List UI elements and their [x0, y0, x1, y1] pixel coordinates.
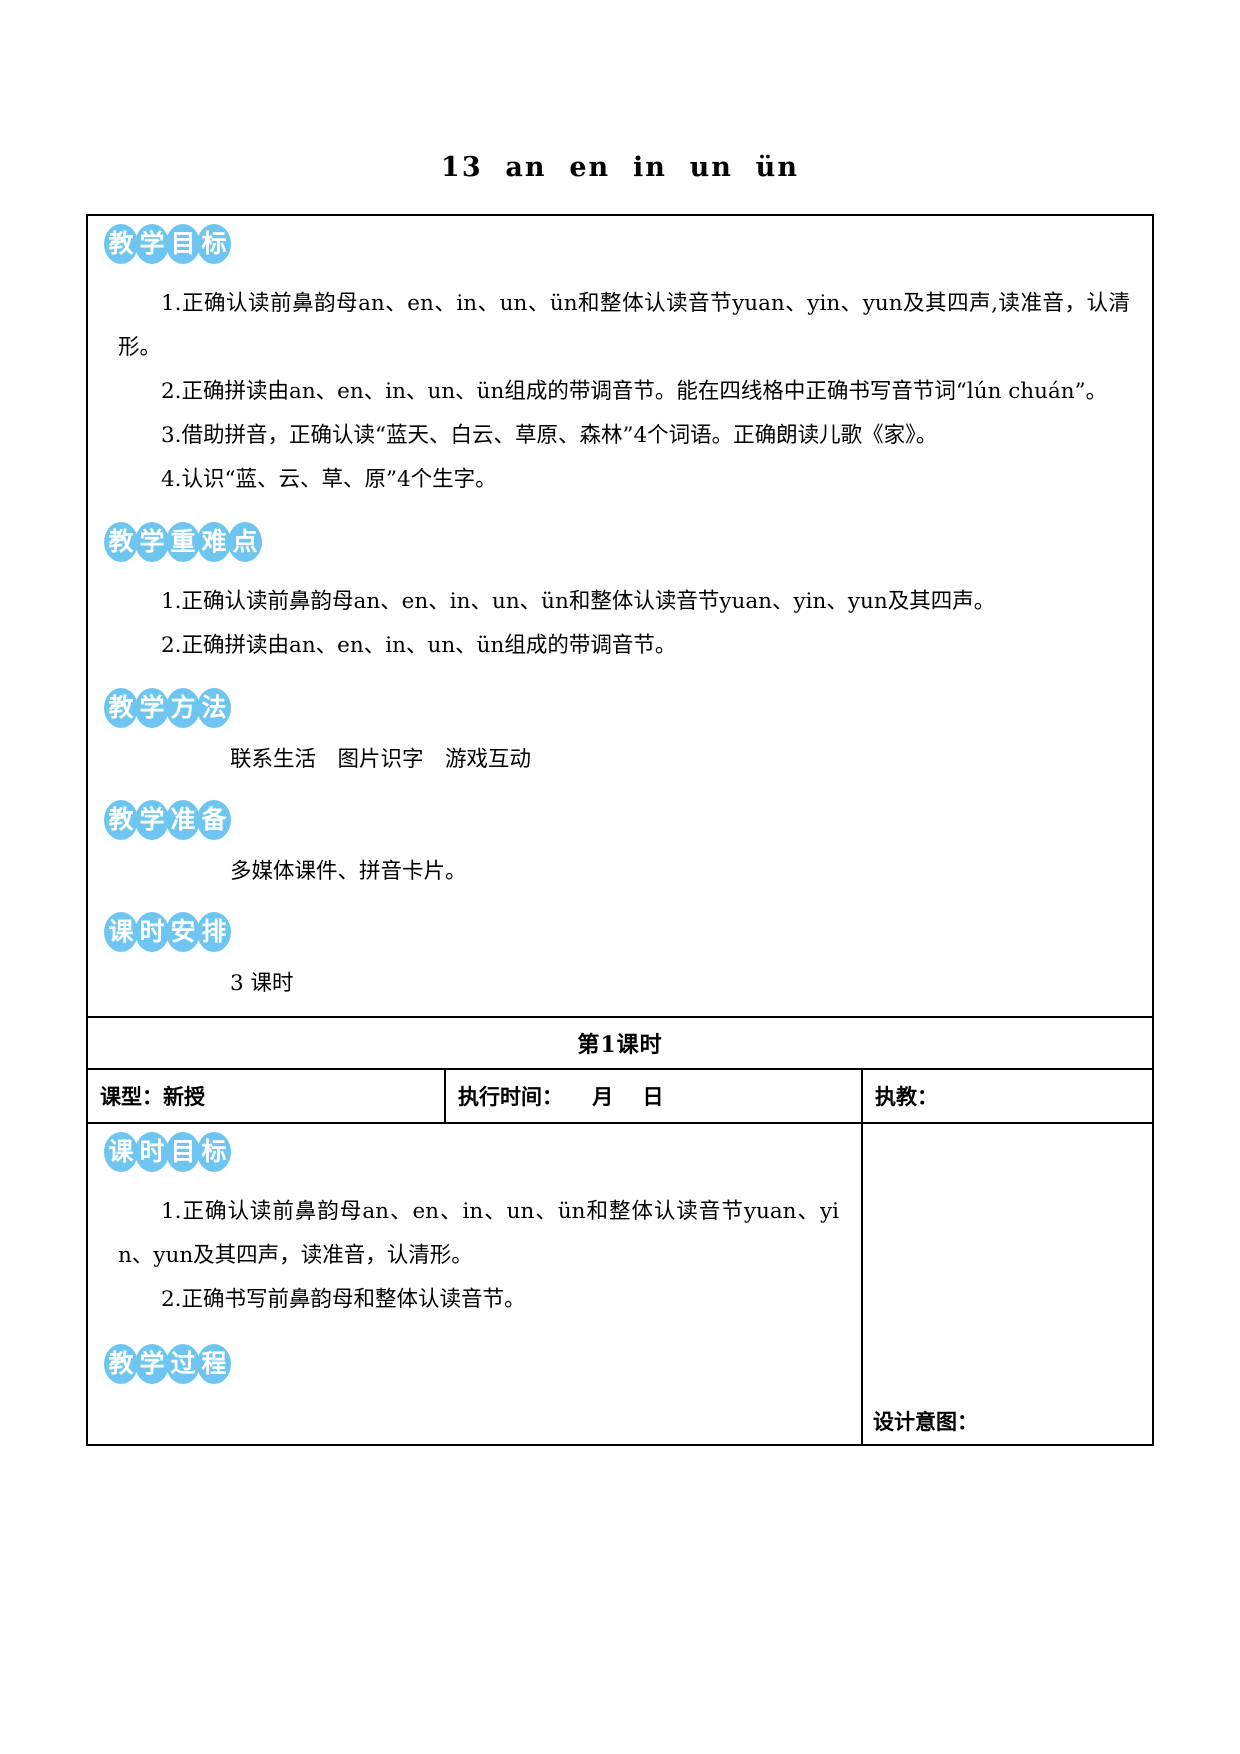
- badge-char: 学: [135, 224, 169, 264]
- badge-char: 点: [228, 522, 262, 562]
- section-key-points: 教学重难点 1.正确认读前鼻韵母an、en、in、un、ün和整体认读音节yua…: [88, 514, 1152, 680]
- section-methods: 教学方法 联系生活 图片识字 游戏互动: [88, 680, 1152, 792]
- lesson-info-table: 课型：新授 执行时间： 月 日 执教：: [88, 1068, 1152, 1124]
- lesson-type-label: 课型：新授: [100, 1084, 205, 1109]
- badge-lesson-objectives: 课时目标: [104, 1132, 231, 1172]
- table-row: 课时目标 1.正确认读前鼻韵母an、en、in、un、ün和整体认读音节yuan…: [88, 1124, 1152, 1444]
- badge-row-preparation: 教学准备: [88, 792, 1152, 844]
- badge-char: 排: [197, 912, 231, 952]
- badge-char: 教: [104, 522, 138, 562]
- badge-char: 标: [197, 224, 231, 264]
- badge-char: 教: [104, 224, 138, 264]
- execution-time-label: 执行时间： 月 日: [458, 1084, 664, 1109]
- badge-char: 学: [135, 1344, 169, 1384]
- badge-char: 过: [166, 1344, 200, 1384]
- badge-char: 标: [197, 1132, 231, 1172]
- badge-teaching-objectives: 教学目标: [104, 224, 231, 264]
- lesson-body-table: 课时目标 1.正确认读前鼻韵母an、en、in、un、ün和整体认读音节yuan…: [88, 1124, 1152, 1444]
- badge-teaching-preparation: 教学准备: [104, 800, 231, 840]
- badge-teaching-process: 教学过程: [104, 1344, 231, 1384]
- badge-char: 法: [197, 688, 231, 728]
- schedule-text: 3 课时: [230, 971, 294, 996]
- badge-char: 重: [166, 522, 200, 562]
- badge-row-teaching-process: 教学过程: [88, 1336, 861, 1388]
- methods-text: 联系生活 图片识字 游戏互动: [230, 747, 532, 772]
- cell-execution-time: 执行时间： 月 日: [444, 1068, 863, 1124]
- section-preparation: 教学准备 多媒体课件、拼音卡片。: [88, 792, 1152, 904]
- badge-char: 课: [104, 912, 138, 952]
- badge-char: 学: [135, 800, 169, 840]
- objective-item: 4.认识“蓝、云、草、原”4个生字。: [161, 467, 497, 492]
- badge-char: 备: [197, 800, 231, 840]
- badge-row-schedule: 课时安排: [88, 904, 1152, 956]
- badge-row-key-points: 教学重难点: [88, 514, 1152, 566]
- badge-row-lesson-objectives: 课时目标: [88, 1124, 861, 1176]
- badge-char: 程: [197, 1344, 231, 1384]
- cell-teacher: 执教：: [861, 1068, 1152, 1124]
- preparation-text: 多媒体课件、拼音卡片。: [230, 859, 467, 884]
- objective-item: 3.借助拼音，正确认读“蓝天、白云、草原、森林”4个词语。正确朗读儿歌《家》。: [161, 423, 938, 448]
- badge-teaching-methods: 教学方法: [104, 688, 231, 728]
- badge-char: 教: [104, 800, 138, 840]
- badge-char: 学: [135, 522, 169, 562]
- lesson-heading-row: 第1课时: [88, 1016, 1152, 1068]
- cell-lesson-type: 课型：新授: [88, 1068, 446, 1124]
- badge-char: 安: [166, 912, 200, 952]
- badge-row-methods: 教学方法: [88, 680, 1152, 732]
- badge-char: 准: [166, 800, 200, 840]
- badge-char: 教: [104, 688, 138, 728]
- badge-char: 目: [166, 1132, 200, 1172]
- lesson-heading: 第1课时: [577, 1032, 663, 1058]
- badge-char: 课: [104, 1132, 138, 1172]
- lesson-plan-frame: 教学目标 1.正确认读前鼻韵母an、en、in、un、ün和整体认读音节yuan…: [86, 214, 1154, 1446]
- section-schedule: 课时安排 3 课时: [88, 904, 1152, 1016]
- badge-char: 方: [166, 688, 200, 728]
- badge-char: 时: [135, 912, 169, 952]
- objective-item: 2.正确拼读由an、en、in、un、ün组成的带调音节。能在四线格中正确书写音…: [161, 379, 1108, 404]
- badge-char: 教: [104, 1344, 138, 1384]
- key-point-item: 2.正确拼读由an、en、in、un、ün组成的带调音节。: [161, 633, 677, 658]
- badge-char: 学: [135, 688, 169, 728]
- table-row: 课型：新授 执行时间： 月 日 执教：: [88, 1068, 1152, 1124]
- cell-lesson-content: 课时目标 1.正确认读前鼻韵母an、en、in、un、ün和整体认读音节yuan…: [88, 1124, 863, 1444]
- badge-key-difficult-points: 教学重难点: [104, 522, 262, 562]
- page-title: 13 an en in un ün: [441, 152, 799, 183]
- badge-char: 难: [197, 522, 231, 562]
- cell-design-intent: 设计意图：: [861, 1124, 1152, 1444]
- badge-char: 目: [166, 224, 200, 264]
- teacher-label: 执教：: [875, 1084, 938, 1109]
- key-point-item: 1.正确认读前鼻韵母an、en、in、un、ün和整体认读音节yuan、yin、…: [161, 589, 996, 614]
- objective-item: 1.正确认读前鼻韵母an、en、in、un、ün和整体认读音节yuan、yin、…: [118, 291, 1130, 360]
- badge-char: 时: [135, 1132, 169, 1172]
- badge-class-schedule: 课时安排: [104, 912, 231, 952]
- lesson-objective-item: 2.正确书写前鼻韵母和整体认读音节。: [161, 1287, 526, 1312]
- lesson-objective-item: 1.正确认读前鼻韵母an、en、in、un、ün和整体认读音节yuan、yin、…: [118, 1199, 839, 1268]
- badge-row-objectives: 教学目标: [88, 216, 1152, 268]
- design-intent-label: 设计意图：: [873, 1409, 978, 1434]
- section-objectives: 教学目标 1.正确认读前鼻韵母an、en、in、un、ün和整体认读音节yuan…: [88, 216, 1152, 514]
